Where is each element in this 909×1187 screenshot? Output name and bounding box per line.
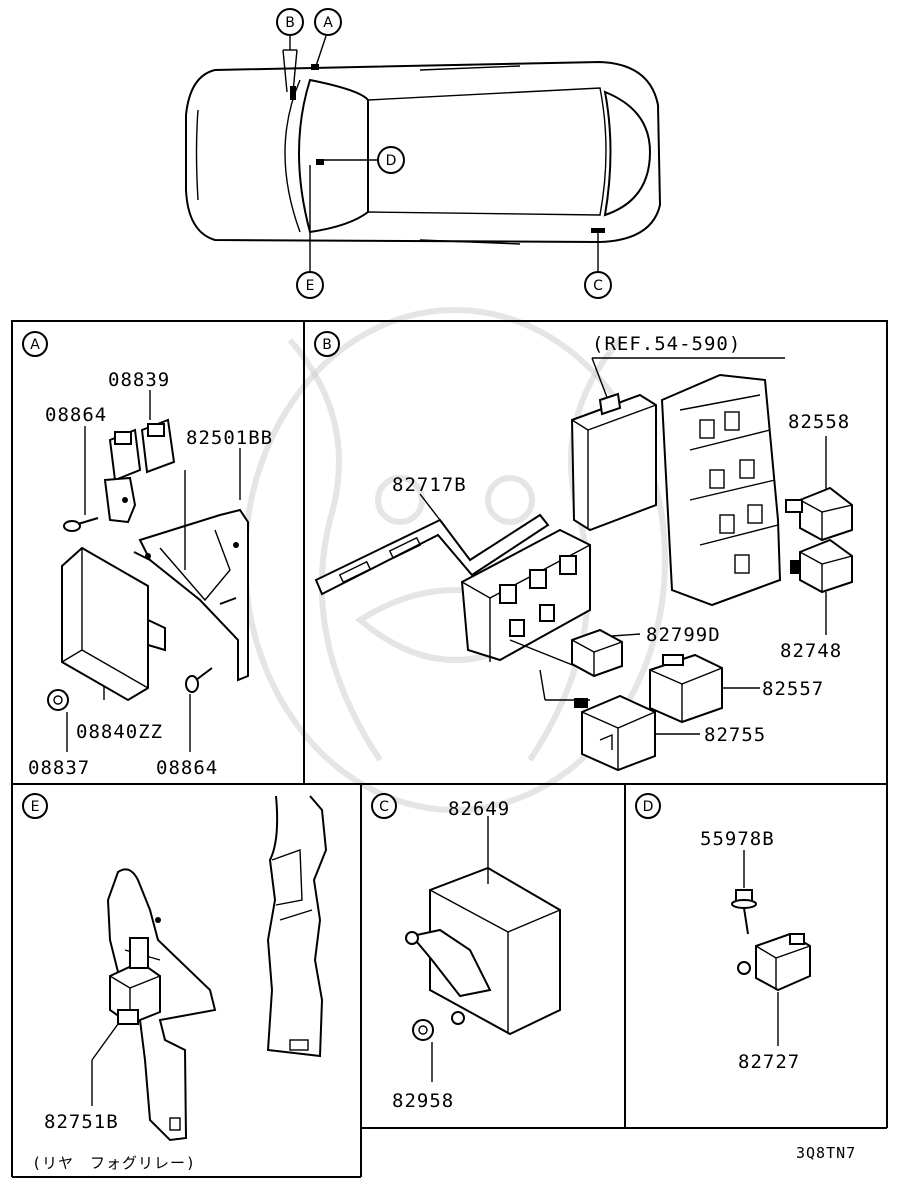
- callout-letter: A: [323, 15, 333, 31]
- panel-frames: [11, 320, 888, 1178]
- panel-e: E 82751B (リヤ フォグリレー): [22, 793, 328, 1172]
- callout-overview-E: E: [296, 271, 324, 299]
- nut-08837: [47, 689, 69, 711]
- label-rear-fog-relay: (リヤ フォグリレー): [32, 1154, 196, 1172]
- label-55978b: 55978B: [700, 828, 775, 850]
- label-ref: (REF.54-590): [592, 333, 741, 355]
- callout-letter: C: [593, 278, 603, 294]
- vehicle-overview: [185, 60, 662, 245]
- ecu-box: [570, 392, 657, 532]
- callout-letter: D: [386, 153, 397, 169]
- relay-82748: [790, 538, 853, 594]
- label-82751b: 82751B: [44, 1111, 119, 1133]
- label-08840zz: 08840ZZ: [76, 721, 163, 743]
- control-module-08840zz: [61, 546, 166, 702]
- callout-overview-A: A: [314, 8, 342, 36]
- label-82748: 82748: [780, 640, 842, 662]
- junction-block: [660, 373, 782, 607]
- screw-08864-bottom: [185, 667, 213, 693]
- label-82557: 82557: [762, 678, 824, 700]
- label-82799d: 82799D: [646, 624, 721, 646]
- label-82649: 82649: [448, 798, 510, 820]
- bolt-55978b: [731, 889, 757, 935]
- label-08864-top: 08864: [45, 404, 107, 426]
- nut-82958: [412, 1019, 434, 1041]
- relay-82799d: [571, 628, 623, 678]
- relay-82557: [649, 653, 723, 724]
- label-82958: 82958: [392, 1090, 454, 1112]
- callout-overview-C: C: [584, 271, 612, 299]
- screw-08864-top: [63, 517, 99, 532]
- panel-d: D 55978B 82727: [635, 793, 811, 1073]
- relay-82751b: [109, 937, 161, 1026]
- relay-block: [460, 528, 591, 662]
- label-82755: 82755: [704, 724, 766, 746]
- relay-08839: [108, 418, 176, 482]
- panel-b: B (REF.54-590): [314, 331, 853, 772]
- panel-letter-e: E: [31, 799, 40, 815]
- panel-letter-d: D: [643, 799, 654, 815]
- control-unit-82649: [405, 866, 561, 1036]
- label-82558: 82558: [788, 411, 850, 433]
- label-82727: 82727: [738, 1051, 800, 1073]
- watermark-emblem: [242, 307, 668, 813]
- callout-letter: E: [306, 278, 315, 294]
- label-08837: 08837: [28, 757, 90, 779]
- callout-overview-D: D: [377, 146, 405, 174]
- panel-letter-a: A: [30, 337, 40, 353]
- panel-c: C 82649 82958: [371, 793, 561, 1112]
- label-82717b: 82717B: [392, 474, 467, 496]
- panel-letter-b: B: [322, 337, 332, 353]
- body-panel-e: [266, 795, 328, 1058]
- panel-letter-c: C: [379, 799, 389, 815]
- label-08839: 08839: [108, 369, 170, 391]
- panel-a: A: [22, 331, 273, 779]
- callout-overview-B: B: [276, 8, 304, 36]
- relay-82755: [574, 694, 656, 772]
- callout-letter: B: [285, 15, 295, 31]
- overview-leaders: [282, 35, 599, 272]
- relay-bracket: [103, 476, 137, 524]
- relay-82558: [785, 486, 853, 542]
- label-08864-bottom: 08864: [156, 757, 218, 779]
- screw-bracket: [133, 551, 237, 605]
- sensor-82727: [737, 932, 811, 992]
- diagram-code: 3Q8TN7: [796, 1144, 856, 1162]
- label-82501bb: 82501BB: [186, 427, 273, 449]
- bracket-82717b: [314, 513, 550, 596]
